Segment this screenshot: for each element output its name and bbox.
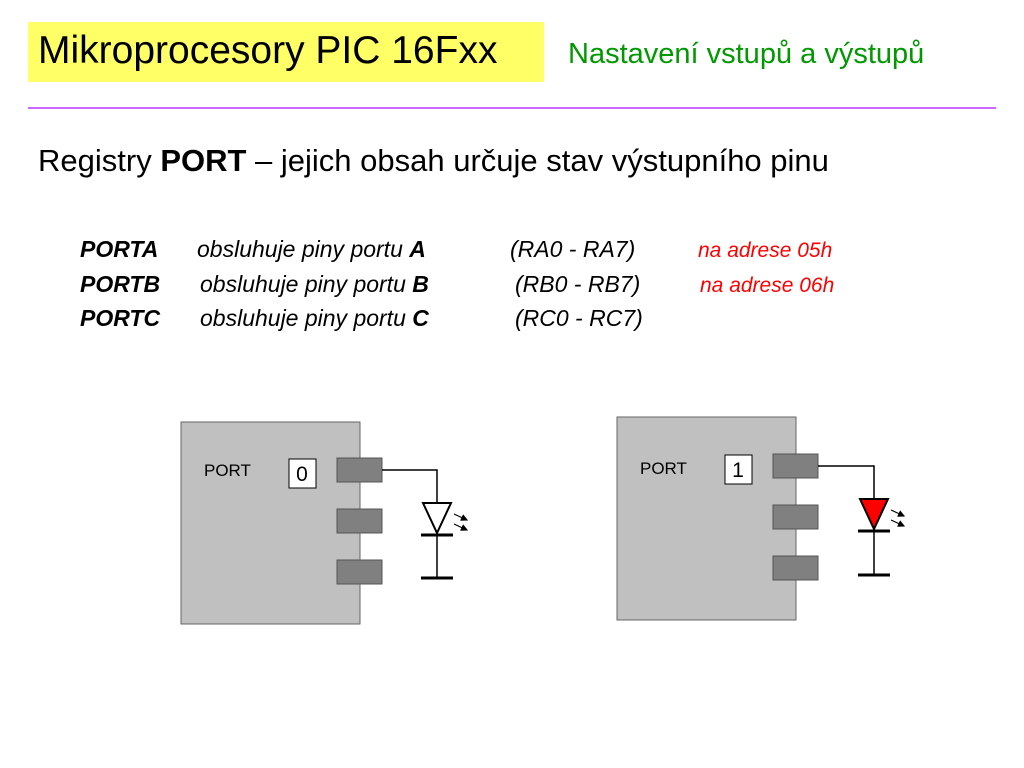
light-ray-icon — [453, 523, 469, 531]
wire — [818, 465, 875, 499]
register-pins: (RA0 - RA7) — [510, 236, 636, 262]
page-title: Mikroprocesory PIC 16Fxx — [38, 29, 498, 72]
section-heading: Registry PORT – jejich obsah určuje stav… — [38, 143, 829, 179]
pin-1 — [772, 453, 819, 479]
bit-box — [724, 454, 753, 485]
bit-value: 1 — [732, 459, 744, 482]
led-off-icon — [421, 502, 453, 536]
register-address: na adrese 05h — [698, 239, 833, 262]
port-label: PORT — [204, 461, 251, 480]
pin-2 — [772, 504, 819, 530]
register-address: na adrese 06h — [700, 274, 835, 297]
header-divider — [28, 107, 996, 109]
title-box: Mikroprocesory PIC 16Fxx — [28, 22, 544, 82]
heading-prefix: Registry — [38, 143, 161, 178]
register-desc: obsluhuje piny portu A — [197, 236, 426, 262]
register-name: PORTC — [80, 305, 161, 331]
wire — [382, 469, 438, 503]
chip-body — [616, 416, 797, 621]
register-desc: obsluhuje piny portu B — [200, 271, 429, 297]
pin-1 — [336, 457, 383, 483]
light-ray-icon — [890, 509, 906, 517]
page-subtitle: Nastavení vstupů a výstupů — [568, 38, 925, 70]
register-pins: (RC0 - RC7) — [515, 305, 643, 331]
bit-box — [288, 458, 317, 489]
register-desc: obsluhuje piny portu C — [200, 305, 429, 331]
heading-suffix: – jejich obsah určuje stav výstupního pi… — [246, 143, 829, 178]
pin-3 — [772, 555, 819, 581]
register-pins: (RB0 - RB7) — [515, 271, 641, 297]
led-on-icon — [858, 498, 890, 532]
chip-body — [180, 421, 361, 625]
pin-3 — [336, 559, 383, 585]
port-diagram-on: PORT 1 — [616, 416, 906, 621]
light-ray-icon — [453, 513, 469, 521]
light-ray-icon — [890, 519, 906, 527]
register-name: PORTA — [80, 236, 159, 262]
port-label: PORT — [640, 459, 687, 478]
port-diagram-off: PORT 0 — [180, 421, 469, 625]
pin-2 — [336, 508, 383, 534]
heading-bold: PORT — [160, 143, 247, 178]
register-name: PORTB — [80, 271, 161, 297]
bit-value: 0 — [296, 463, 308, 486]
